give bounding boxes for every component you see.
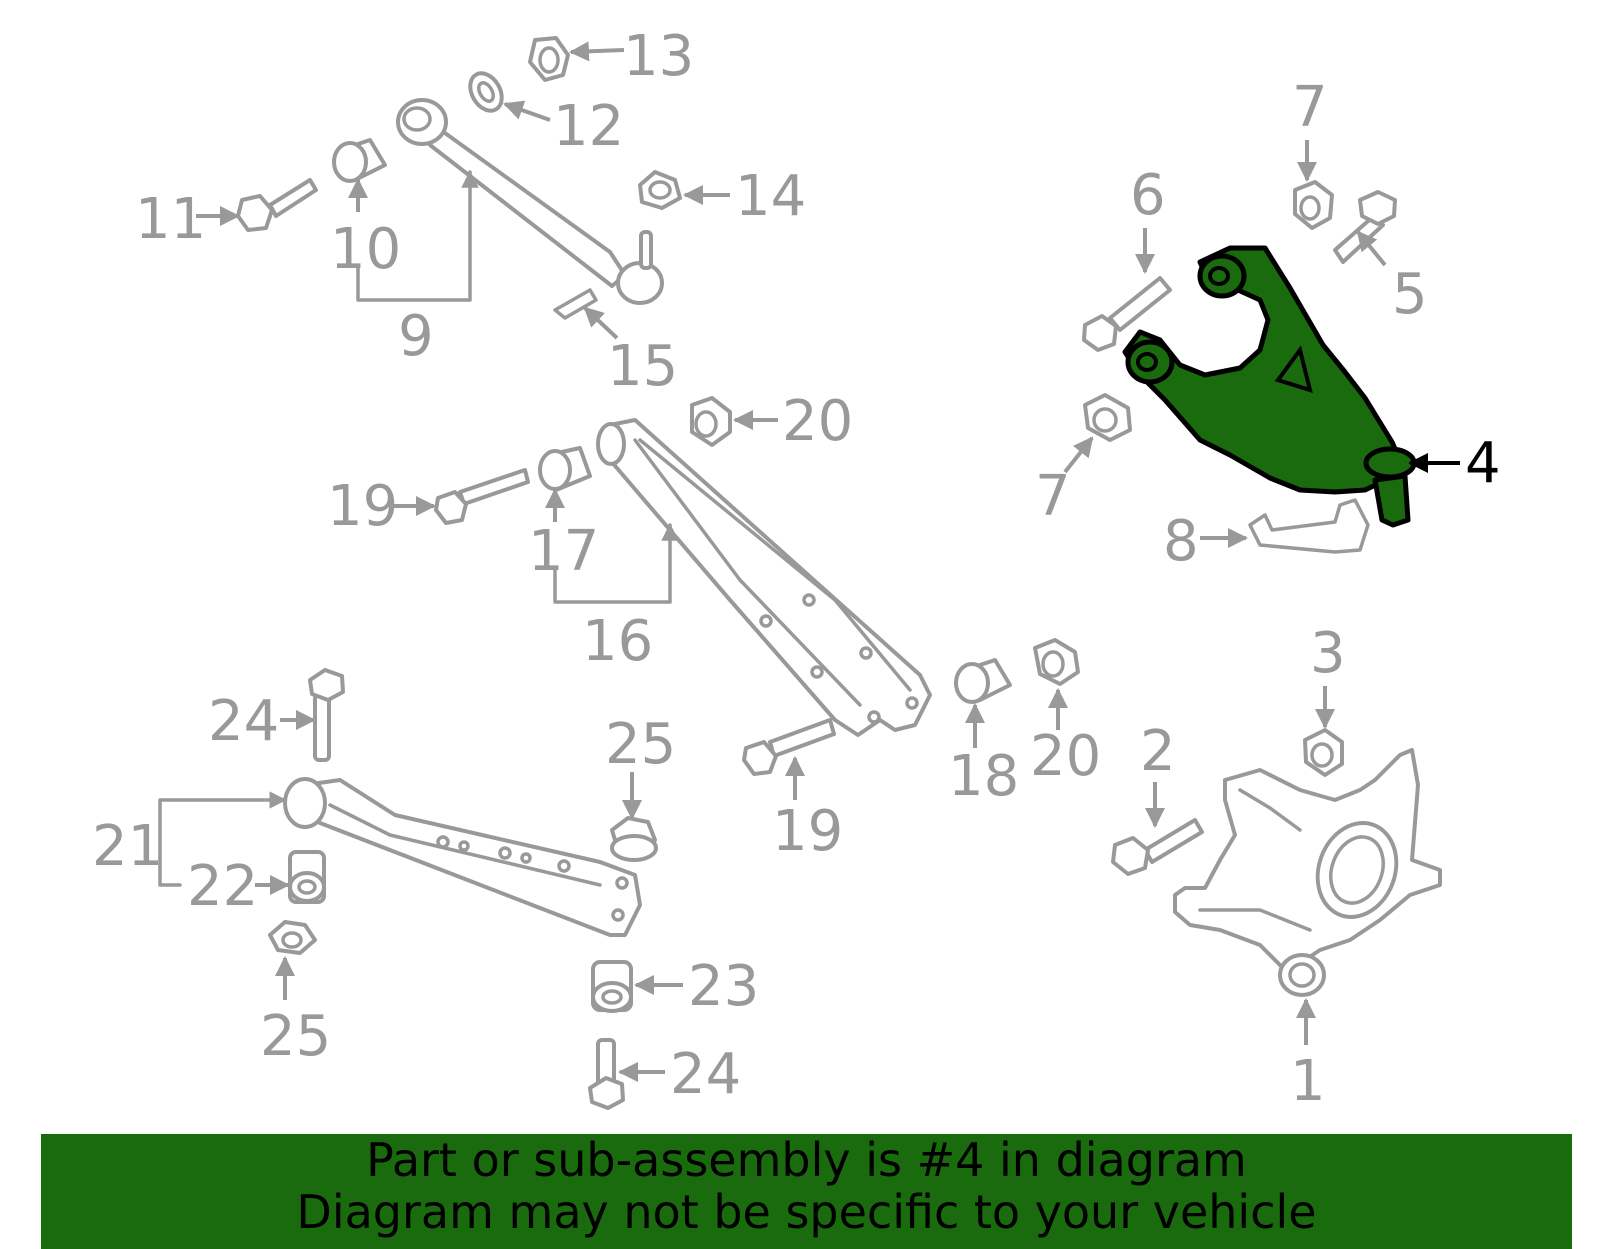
callout-23: 23: [688, 954, 759, 1019]
callout-11: 11: [135, 187, 206, 252]
nut-3: [1303, 728, 1344, 777]
callout-10: 10: [330, 217, 401, 282]
nut-20a: [690, 396, 732, 447]
washer-12: [468, 71, 504, 113]
callout-16: 16: [582, 609, 653, 674]
nut-7b: [1083, 393, 1132, 442]
callout-2: 2: [1140, 719, 1176, 784]
bolt-6: [1082, 276, 1172, 352]
nut-7a: [1293, 180, 1334, 230]
callout-17: 17: [528, 519, 599, 584]
bracket-8: [1248, 498, 1370, 554]
bolt-19a: [434, 468, 530, 525]
callout-1: 1: [1290, 1049, 1326, 1114]
nut-14: [638, 170, 682, 210]
bushing-22: [288, 850, 326, 904]
callout-5: 5: [1392, 262, 1428, 327]
callout-21: 21: [92, 814, 163, 879]
bolt-11: [236, 178, 318, 232]
bracket-21-top: [158, 791, 287, 860]
callout-24-top: 24: [208, 689, 279, 754]
callout-6: 6: [1130, 163, 1166, 228]
nut-25a: [268, 920, 317, 955]
callout-20-bottom: 20: [1030, 724, 1101, 789]
callout-9: 9: [398, 304, 434, 369]
callout-18: 18: [948, 744, 1019, 809]
part-info-banner: Part or sub-assembly is #4 in diagram Di…: [41, 1134, 1572, 1249]
bushing-18: [954, 658, 1012, 704]
callout-8: 8: [1163, 509, 1199, 574]
nut-20b: [1033, 638, 1080, 686]
bolt-24a: [308, 668, 345, 762]
trailing-link-21: [283, 777, 642, 937]
bushing-10: [332, 138, 387, 183]
bolt-24b: [588, 1038, 625, 1110]
knuckle-1: [1173, 748, 1442, 997]
callout-7-top: 7: [1292, 75, 1328, 140]
callout-24-bottom: 24: [670, 1042, 741, 1107]
callout-15: 15: [607, 334, 678, 399]
banner-line-2: Diagram may not be specific to your vehi…: [296, 1185, 1317, 1239]
callout-14: 14: [735, 164, 806, 229]
nut-13: [528, 36, 570, 82]
bracket-9: [356, 170, 479, 302]
callout-12: 12: [553, 94, 624, 159]
bracket-21-bottom: [158, 856, 182, 887]
callout-19-left: 19: [327, 474, 398, 539]
nut-25b: [610, 816, 658, 862]
callout-22: 22: [187, 854, 258, 919]
clip-15: [553, 288, 598, 320]
callout-13: 13: [623, 24, 694, 89]
callout-3: 3: [1310, 621, 1346, 686]
banner-line-1: Part or sub-assembly is #4 in diagram: [366, 1133, 1247, 1187]
bolt-5: [1333, 190, 1397, 264]
upper-control-arm-4: [1122, 245, 1417, 528]
callout-25-top: 25: [605, 712, 676, 777]
bushing-23: [591, 960, 633, 1013]
bushing-17: [538, 446, 592, 492]
bolt-2: [1111, 818, 1204, 876]
lower-link-16: [596, 418, 932, 737]
bracket-16: [553, 523, 679, 604]
callout-25-bottom: 25: [260, 1004, 331, 1069]
callout-4: 4: [1465, 431, 1501, 496]
callout-20-top: 20: [782, 389, 853, 454]
bolt-19b: [742, 718, 836, 776]
callout-7-bottom: 7: [1035, 464, 1071, 529]
callout-19-right: 19: [772, 799, 843, 864]
lateral-link-9: [396, 98, 664, 305]
